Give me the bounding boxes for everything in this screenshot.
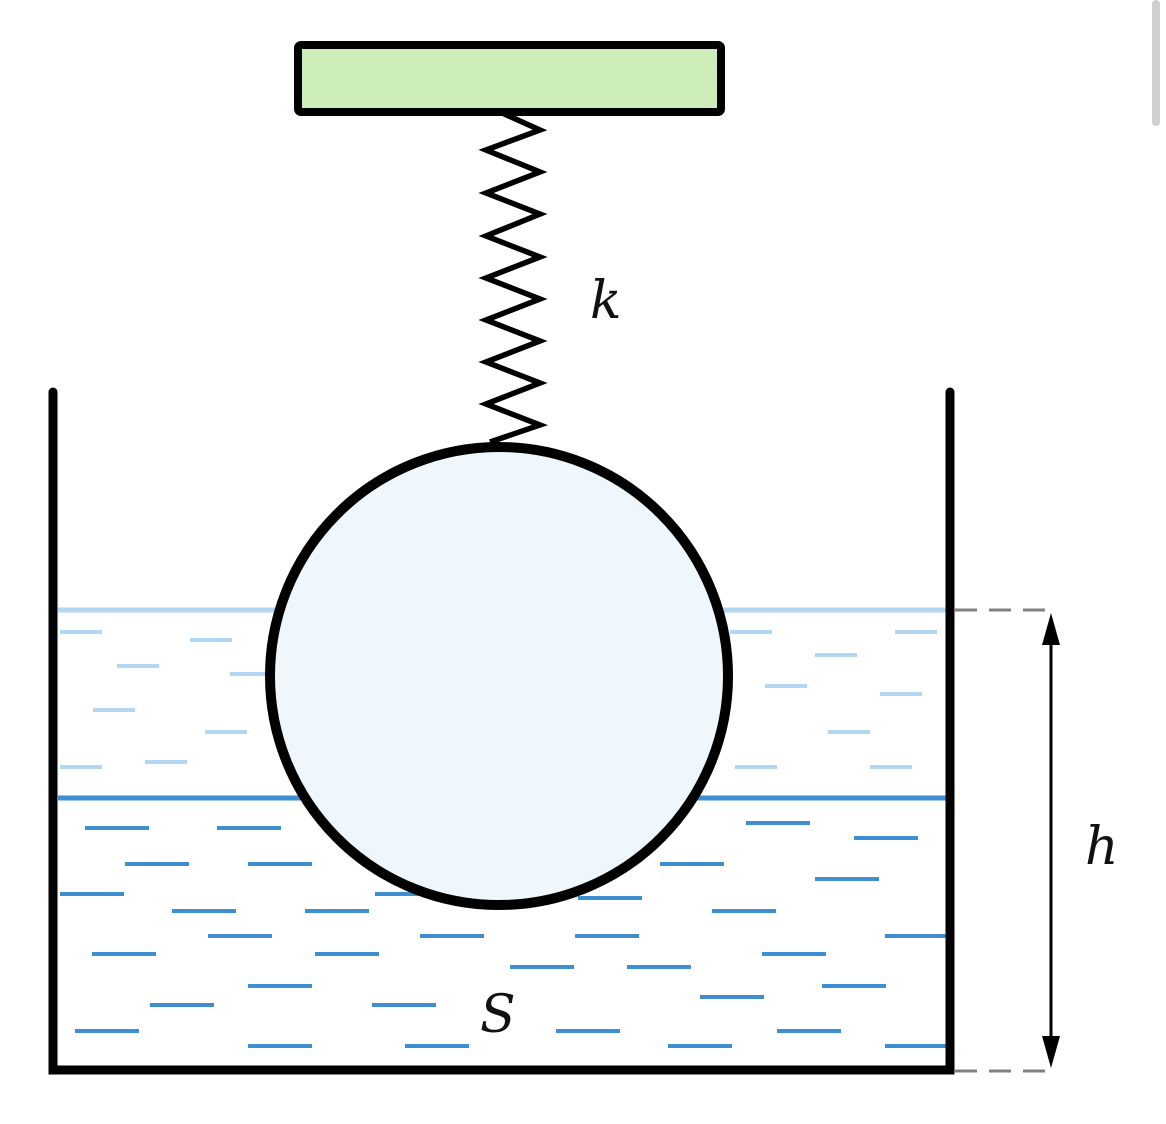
- spring: [478, 109, 549, 445]
- height-arrow: [1042, 613, 1060, 1068]
- ball: [265, 442, 733, 910]
- container: [48, 387, 955, 1075]
- dark-liquid-texture: [60, 821, 949, 1048]
- scrollbar[interactable]: [1152, 0, 1160, 126]
- height-label: h: [1085, 817, 1119, 877]
- area-label: S: [480, 985, 516, 1045]
- spring-constant-label: k: [590, 271, 622, 331]
- ceiling-support: [294, 41, 725, 116]
- light-liquid-texture: [60, 630, 937, 769]
